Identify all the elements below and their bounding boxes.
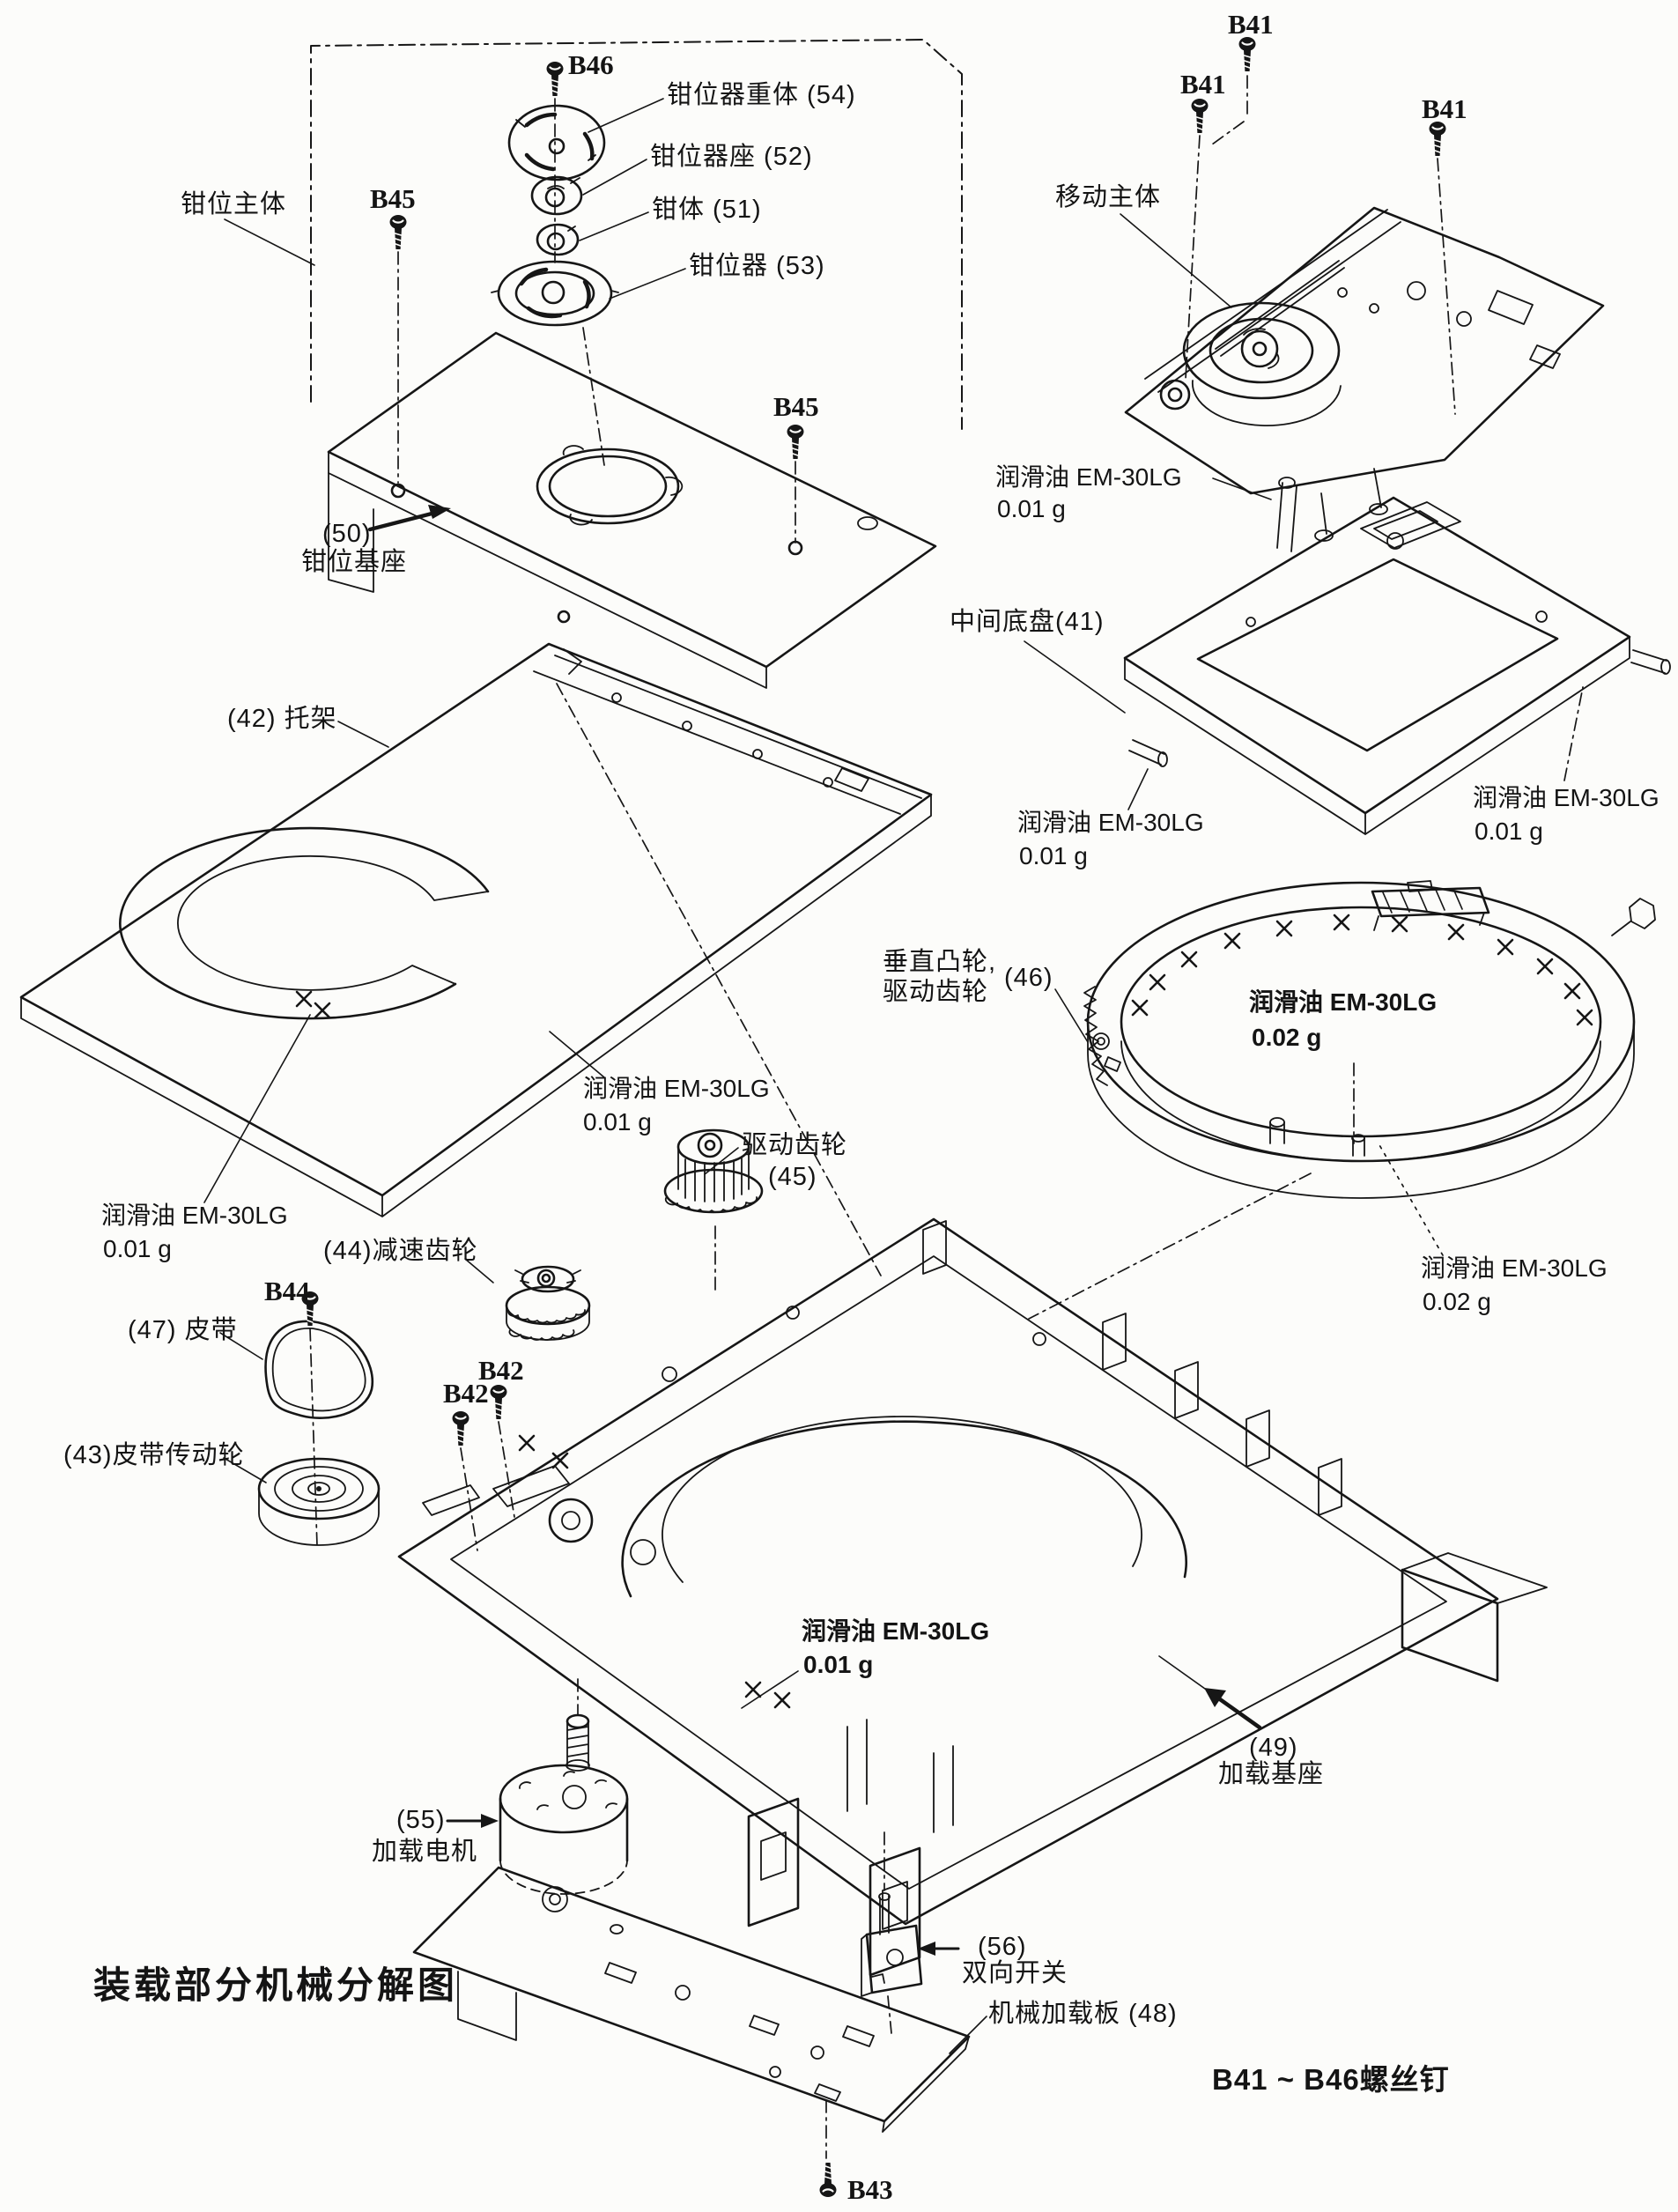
label-clamper: 钳位器 (53) <box>689 252 825 280</box>
label-loading-base: 加载基座 <box>1218 1760 1325 1788</box>
part-belt-pulley <box>257 1457 381 1546</box>
label-belt: (47) 皮带 <box>128 1316 238 1344</box>
label-screw-b45-left: B45 <box>370 183 416 214</box>
label-clamp-base-no: (50) <box>322 520 372 548</box>
label-screw-b41-left: B41 <box>1180 69 1226 100</box>
label-screw-b45-right: B45 <box>773 391 819 422</box>
label-drive-gear: 驱动齿轮 <box>742 1131 848 1159</box>
label-clamp-main: 钳位主体 <box>181 190 287 218</box>
screw-range-note: B41 ~ B46螺丝钉 <box>1212 2063 1450 2096</box>
label-belt-pulley: (43)皮带传动轮 <box>63 1441 245 1469</box>
label-lube-left-amount: 0.01 g <box>103 1235 172 1262</box>
screw-b42-left <box>451 1409 470 1447</box>
part-vertical-cam-ring <box>1083 880 1656 1199</box>
label-screw-b42-right: B42 <box>478 1355 524 1386</box>
part-bidir-switch <box>861 1831 923 2034</box>
label-mech-loading-plate: 机械加载板 (48) <box>988 2000 1178 2028</box>
screw-b46 <box>545 60 565 98</box>
label-lube-ring-name: 润滑油 EM-30LG <box>1249 988 1438 1016</box>
label-clamp-base: 钳位基座 <box>301 548 408 576</box>
part-loading-motor <box>499 1678 629 1895</box>
label-lube-chassis-name: 润滑油 EM-30LG <box>802 1617 990 1645</box>
label-tray: (42) 托架 <box>227 705 337 733</box>
part-middle-chassis <box>1123 477 1671 835</box>
label-lube-ring-amount: 0.02 g <box>1252 1024 1322 1051</box>
label-bidir-switch: 双向开关 <box>962 1959 1068 1987</box>
label-vertical-cam-no: (46) <box>1004 964 1053 992</box>
figure-title: 装载部分机械分解图 <box>93 1964 459 2006</box>
label-middle-chassis: 中间底盘(41) <box>950 608 1105 636</box>
label-bidir-switch-no: (56) <box>978 1933 1027 1961</box>
screw-b42-right <box>489 1383 508 1421</box>
label-screw-b46: B46 <box>568 49 614 80</box>
part-mech-loading-plate <box>412 1866 971 2133</box>
label-moving-body: 移动主体 <box>1055 183 1162 211</box>
screw-b45-right <box>786 423 805 461</box>
label-lube-1-amount: 0.01 g <box>997 495 1066 522</box>
label-clamp-weight: 钳位器重体 (54) <box>667 81 856 109</box>
screw-b45-left <box>388 213 408 251</box>
label-lube-3-amount: 0.01 g <box>1475 817 1543 845</box>
part-loading-base <box>397 1217 1548 1977</box>
boundary-chain-line <box>310 39 963 430</box>
label-lube-2-name: 润滑油 EM-30LG <box>1017 809 1204 836</box>
label-clamp-body: 钳体 (51) <box>652 196 762 224</box>
label-lube-tray-name: 润滑油 EM-30LG <box>583 1075 770 1102</box>
label-vertical-cam-line1: 垂直凸轮, <box>883 948 997 976</box>
screw-b43 <box>818 2161 838 2199</box>
label-clamp-seat: 钳位器座 (52) <box>650 143 813 171</box>
label-lube-1-name: 润滑油 EM-30LG <box>995 463 1182 491</box>
part-drive-gear <box>663 1128 764 1296</box>
label-lube-chassis-amount: 0.01 g <box>803 1651 874 1678</box>
leader-lines <box>203 98 1584 2054</box>
part-clamp-base-plate <box>327 331 937 689</box>
part-tray <box>19 642 933 1217</box>
label-screw-b41-right: B41 <box>1422 93 1467 124</box>
screw-b41-right <box>1428 120 1447 158</box>
label-reduction-gear: (44)减速齿轮 <box>323 1237 478 1265</box>
label-lube-2-amount: 0.01 g <box>1019 842 1088 869</box>
label-drive-gear-no: (45) <box>768 1163 817 1191</box>
part-reduction-gear <box>505 1265 591 1341</box>
label-lube-ring2-amount: 0.02 g <box>1423 1288 1491 1315</box>
part-belt <box>264 1320 374 1419</box>
label-loading-motor-no: (55) <box>396 1806 446 1834</box>
label-lube-3-name: 润滑油 EM-30LG <box>1473 784 1660 811</box>
label-screw-b43: B43 <box>847 2174 893 2205</box>
screw-b41-top <box>1238 35 1257 73</box>
label-screw-b41-top: B41 <box>1228 9 1274 40</box>
label-loading-motor: 加载电机 <box>372 1838 478 1866</box>
label-vertical-cam-line2: 驱动齿轮 <box>883 978 989 1006</box>
label-screw-b42-left: B42 <box>443 1378 489 1409</box>
label-lube-ring2-name: 润滑油 EM-30LG <box>1421 1254 1608 1282</box>
label-loading-base-no: (49) <box>1249 1734 1298 1762</box>
part-moving-body <box>1124 206 1605 542</box>
label-lube-tray-amount: 0.01 g <box>583 1108 652 1136</box>
label-lube-left-name: 润滑油 EM-30LG <box>101 1202 288 1229</box>
label-screw-b44: B44 <box>264 1276 310 1306</box>
screw-b41-left <box>1190 97 1209 135</box>
